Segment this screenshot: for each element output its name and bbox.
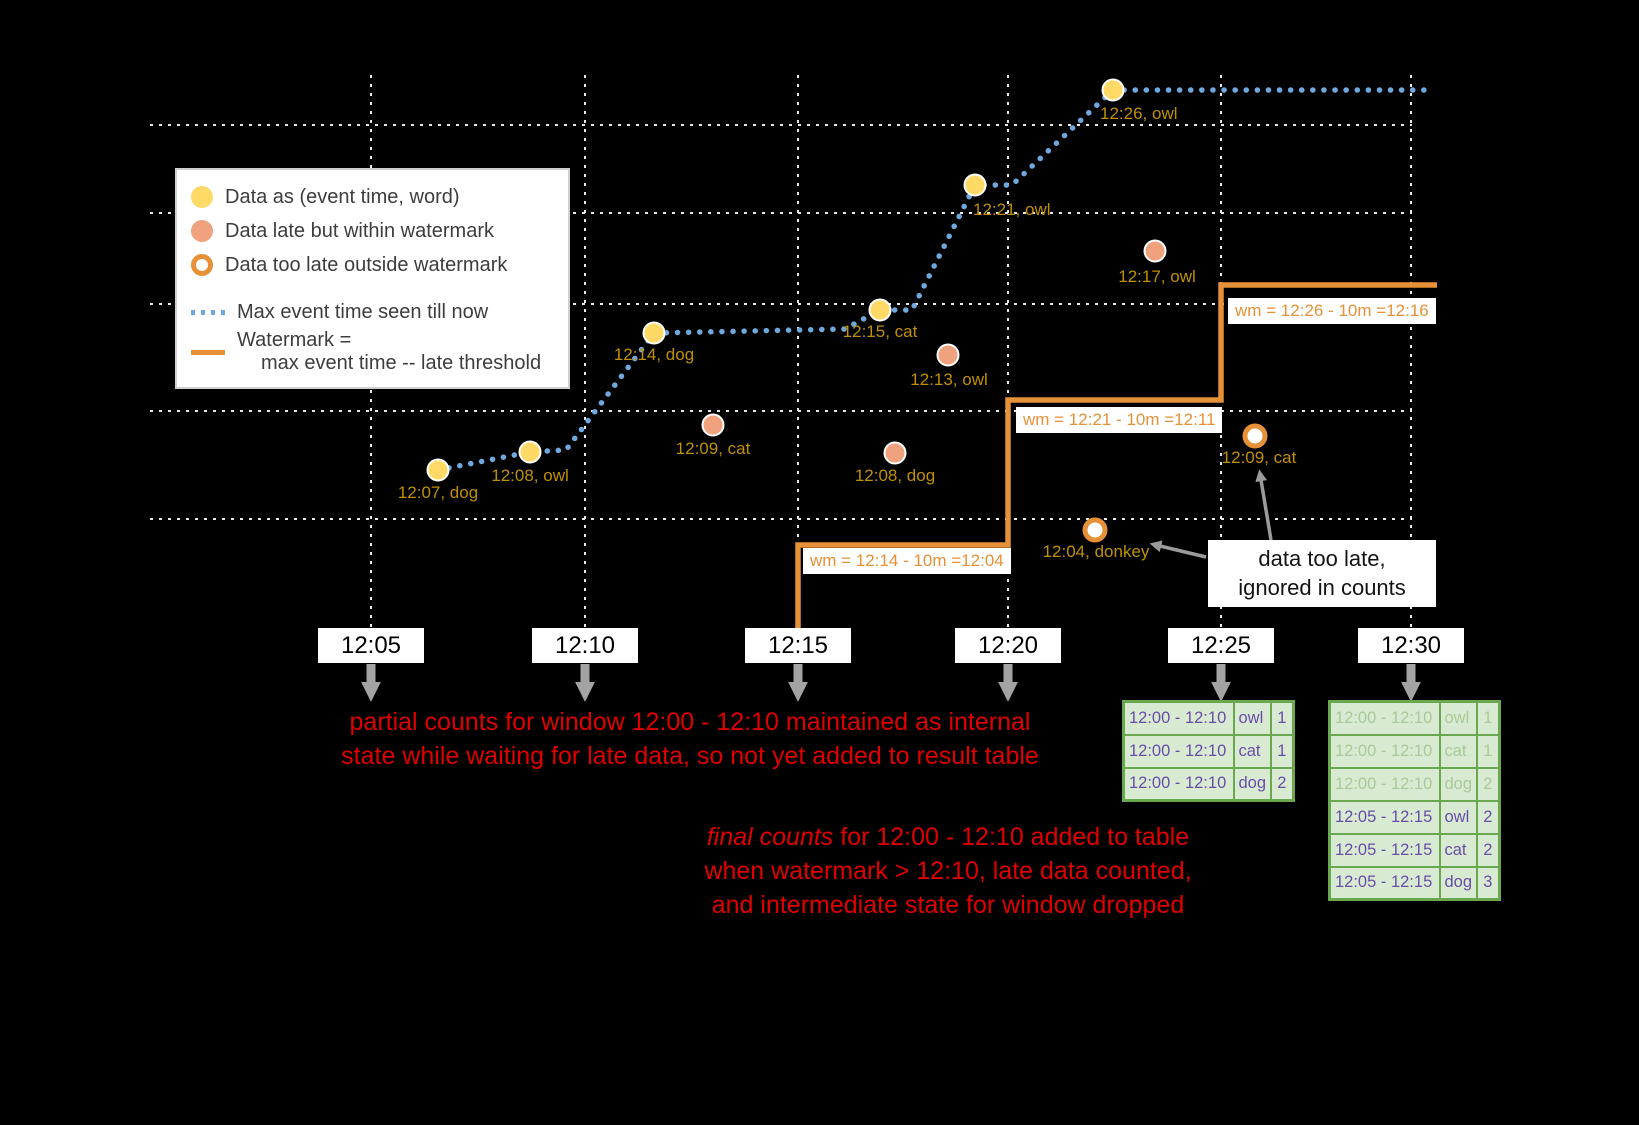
table-row-faded: 12:00 - 12:10 owl 1 (1328, 700, 1501, 736)
gridline-horizontal (150, 410, 1412, 412)
late-dot-icon (191, 220, 213, 242)
watermark-value-label: wm = 12:14 - 10m =12:04 (803, 548, 1011, 574)
too-late-ring-icon (191, 254, 213, 276)
event-label: 12:09, cat (1221, 448, 1297, 467)
event-point-late (883, 441, 907, 465)
event-label: 12:09, cat (675, 439, 751, 458)
legend-item-max-event-time: Max event time seen till now (191, 295, 554, 329)
event-label: 12:07, dog (397, 483, 479, 502)
axis-tick-12-10: 12:10 (532, 628, 638, 663)
legend-item-watermark: Watermark = max event time -- late thres… (191, 329, 554, 375)
watermark-value-label: wm = 12:26 - 10m =12:16 (1228, 298, 1436, 324)
legend-label: Data too late outside watermark (225, 253, 508, 276)
axis-tick-12-05: 12:05 (318, 628, 424, 663)
table-row-faded: 12:00 - 12:10 dog 2 (1328, 766, 1501, 802)
event-point-ontime (1101, 78, 1125, 102)
gridline-vertical (797, 75, 799, 632)
gridline-vertical (584, 75, 586, 632)
table-row: 12:00 - 12:10 cat 1 (1122, 733, 1295, 769)
too-late-note: data too late, ignored in counts (1208, 540, 1436, 608)
legend-item-too-late: Data too late outside watermark (191, 248, 554, 282)
table-row-faded: 12:00 - 12:10 cat 1 (1328, 733, 1501, 769)
ontime-dot-icon (191, 186, 213, 208)
event-label: 12:08, owl (491, 466, 569, 485)
event-label: 12:26, owl (1100, 104, 1178, 123)
table-row: 12:05 - 12:15 cat 2 (1328, 832, 1501, 868)
legend-label: Data late but within watermark (225, 219, 495, 242)
legend-label: Data as (event time, word) (225, 185, 460, 208)
note-arrow-to-late-cat (1255, 469, 1273, 541)
event-label: 12:04, donkey (1042, 542, 1150, 561)
axis-tick-12-20: 12:20 (955, 628, 1061, 663)
legend-item-late: Data late but within watermark (191, 214, 554, 248)
gridline-horizontal (150, 124, 1412, 126)
legend: Data as (event time, word) Data late but… (175, 168, 570, 389)
event-label: 12:17, owl (1118, 267, 1196, 286)
max-event-line-icon (191, 309, 225, 315)
annotation-final-counts: final counts for 12:00 - 12:10 added to … (704, 823, 1192, 919)
legend-item-ontime: Data as (event time, word) (191, 180, 554, 214)
table-row: 12:00 - 12:10 dog 2 (1122, 766, 1295, 802)
event-label: 12:14, dog (613, 345, 695, 364)
event-point-late (1143, 239, 1167, 263)
legend-label: Watermark = max event time -- late thres… (237, 329, 542, 374)
event-point-too-late (1242, 423, 1268, 449)
axis-tick-12-25: 12:25 (1168, 628, 1274, 663)
event-point-ontime (868, 298, 892, 322)
watermark-value-label: wm = 12:21 - 10m =12:11 (1016, 407, 1223, 433)
axis-tick-12-15: 12:15 (745, 628, 851, 663)
event-point-ontime (642, 321, 666, 345)
event-point-late (701, 413, 725, 437)
watermark-line-icon (191, 349, 225, 355)
result-table-12-25: 12:00 - 12:10 owl 1 12:00 - 12:10 cat 1 … (1122, 700, 1295, 802)
event-label: 12:21, owl (973, 200, 1051, 219)
annotation-partial-counts: partial counts for window 12:00 - 12:10 … (341, 708, 1039, 770)
gridline-horizontal (150, 518, 1412, 520)
note-arrow-to-donkey (1149, 540, 1207, 559)
event-point-late (936, 343, 960, 367)
event-point-ontime (963, 173, 987, 197)
event-label: 12:15, cat (842, 322, 918, 341)
event-point-ontime (518, 440, 542, 464)
event-point-ontime (426, 458, 450, 482)
event-point-too-late (1082, 517, 1108, 543)
event-label: 12:08, dog (854, 466, 936, 485)
axis-tick-12-30: 12:30 (1358, 628, 1464, 663)
legend-label: Max event time seen till now (237, 300, 489, 323)
event-label: 12:13, owl (910, 370, 988, 389)
table-row: 12:05 - 12:15 owl 2 (1328, 799, 1501, 835)
table-row: 12:00 - 12:10 owl 1 (1122, 700, 1295, 736)
table-row: 12:05 - 12:15 dog 3 (1328, 865, 1501, 901)
result-table-12-30: 12:00 - 12:10 owl 1 12:00 - 12:10 cat 1 … (1328, 700, 1501, 901)
final-counts-emphasis: final counts (706, 823, 834, 851)
